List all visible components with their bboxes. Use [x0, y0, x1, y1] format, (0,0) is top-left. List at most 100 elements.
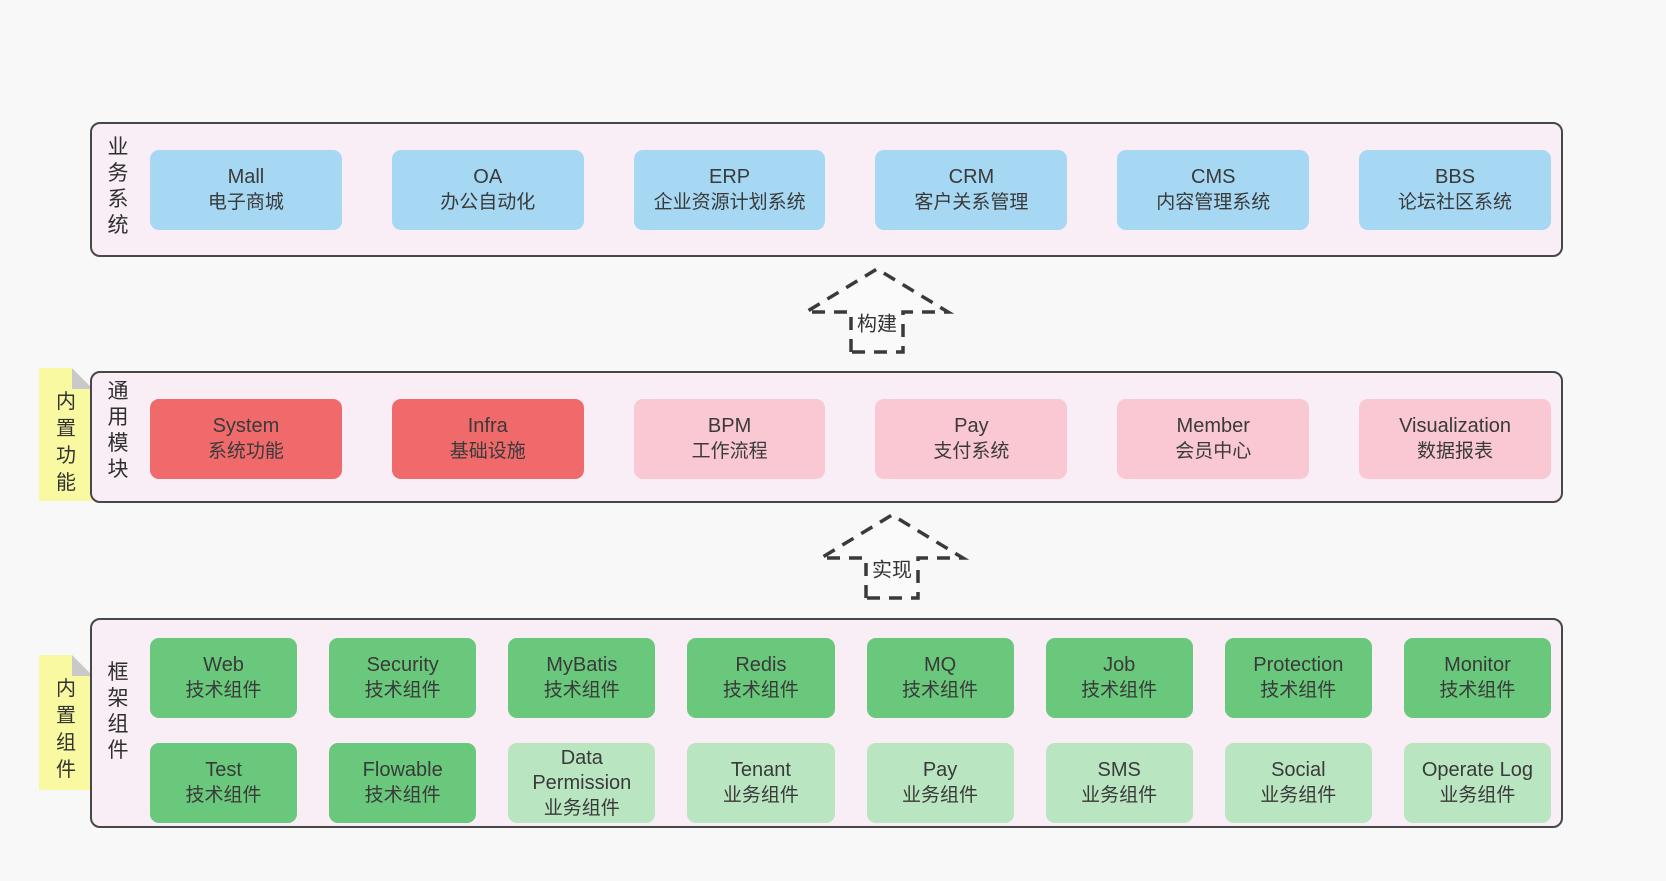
box-subtitle: 支付系统	[933, 441, 1010, 462]
diagram-box-operate-log: Operate Log 业务组件	[1403, 743, 1551, 823]
diagram-box-social: Social 业务组件	[1224, 743, 1372, 823]
diagram-box-system: System 系统功能	[150, 399, 342, 479]
box-title: Flowable	[362, 759, 443, 781]
box-title: Pay	[922, 759, 958, 781]
box-subtitle: 技术组件	[185, 785, 262, 806]
diagram-box-infra: Infra 基础设施	[391, 399, 584, 479]
box-subtitle: 技术组件	[902, 680, 979, 701]
box-title: Social	[1271, 759, 1326, 781]
box-title: BPM	[707, 415, 752, 437]
diagram-box-sms: SMS 业务组件	[1045, 743, 1193, 823]
box-title: CMS	[1191, 166, 1236, 188]
box-subtitle: 业务组件	[1439, 785, 1516, 806]
section-vertical-label: 通用模块	[107, 380, 129, 481]
box-title: OA	[473, 166, 503, 188]
section-vertical-label: 业务系统	[107, 136, 129, 237]
box-title: System	[212, 415, 280, 437]
diagram-box-cms: CMS 内容管理系统	[1117, 150, 1310, 230]
diagram-box-visualization: Visualization 数据报表	[1359, 399, 1551, 479]
box-subtitle: 会员中心	[1175, 441, 1252, 462]
box-title: Pay	[954, 415, 989, 437]
box-subtitle: 业务组件	[543, 797, 620, 819]
arrow-label: 实现	[869, 553, 915, 583]
diagram-box-mybatis: MyBatis 技术组件	[508, 638, 656, 718]
box-title: Member	[1176, 415, 1250, 437]
diagram-box-bpm: BPM 工作流程	[633, 399, 826, 479]
sticky-note-label: 内置组件	[56, 678, 76, 781]
diagram-box-job: Job 技术组件	[1045, 638, 1193, 718]
box-title: Web	[203, 654, 244, 676]
box-subtitle: 技术组件	[1439, 680, 1516, 701]
box-subtitle: 技术组件	[1081, 680, 1158, 701]
diagram-box-monitor: Monitor 技术组件	[1403, 638, 1551, 718]
box-subtitle: 数据报表	[1417, 441, 1494, 462]
box-title: Operate Log	[1421, 759, 1534, 781]
box-title: Infra	[467, 415, 508, 437]
diagram-box-tenant: Tenant 业务组件	[687, 743, 835, 823]
box-subtitle: 工作流程	[691, 441, 768, 462]
box-subtitle: 技术组件	[722, 680, 799, 701]
diagram-box-pay: Pay 支付系统	[875, 399, 1068, 479]
box-subtitle: 电子商城	[207, 192, 284, 213]
sticky-note-builtin-components: 内置组件	[39, 655, 93, 790]
box-title: Test	[205, 759, 242, 781]
box-title: Tenant	[730, 759, 791, 781]
up-arrow-implement: 实现	[814, 512, 970, 600]
box-title: Mall	[227, 166, 265, 188]
box-subtitle: 内容管理系统	[1156, 192, 1271, 213]
diagram-box-mq: MQ 技术组件	[866, 638, 1014, 718]
box-subtitle: 业务组件	[1260, 785, 1337, 806]
diagram-box-flowable: Flowable 技术组件	[329, 743, 477, 823]
diagram-box-erp: ERP 企业资源计划系统	[633, 150, 826, 230]
diagram-box-web: Web 技术组件	[150, 638, 298, 718]
diagram-box-oa: OA 办公自动化	[391, 150, 584, 230]
box-subtitle: 技术组件	[543, 680, 620, 701]
section-business-systems: 业务系统 Mall 电子商城 OA 办公自动化 ERP 企业资源计划系统 CRM 客户关系管理…	[90, 122, 1563, 257]
box-title: SMS	[1097, 759, 1141, 781]
box-subtitle: 业务组件	[722, 785, 799, 806]
sticky-note-builtin-features: 内置功能	[39, 368, 93, 501]
diagram-box-crm: CRM 客户关系管理	[875, 150, 1068, 230]
up-arrow-build: 构建	[799, 266, 955, 354]
arrow-label: 构建	[854, 307, 900, 337]
section-vertical-label: 框架组件	[107, 661, 129, 762]
box-title: CRM	[948, 166, 995, 188]
box-subtitle: 业务组件	[902, 785, 979, 806]
box-title: MQ	[923, 654, 957, 676]
box-title: MyBatis	[546, 654, 618, 676]
box-subtitle: 办公自动化	[440, 192, 536, 213]
box-row: System 系统功能 Infra 基础设施 BPM 工作流程 Pay 支付系统 Member 会…	[150, 399, 1551, 479]
box-subtitle: 客户关系管理	[914, 192, 1029, 213]
box-subtitle: 技术组件	[364, 680, 441, 701]
diagram-box-security: Security 技术组件	[329, 638, 477, 718]
box-row: Mall 电子商城 OA 办公自动化 ERP 企业资源计划系统 CRM 客户关系管理 CMS 内容…	[150, 150, 1551, 230]
box-title: Monitor	[1444, 654, 1511, 676]
sticky-note-label: 内置功能	[56, 391, 76, 494]
box-title: Data Permission	[532, 746, 632, 794]
box-title: BBS	[1435, 166, 1476, 188]
box-subtitle: 系统功能	[207, 441, 284, 462]
box-subtitle: 技术组件	[364, 785, 441, 806]
box-subtitle: 技术组件	[185, 680, 262, 701]
box-title: ERP	[709, 166, 751, 188]
diagram-box-test: Test 技术组件	[150, 743, 298, 823]
box-title: Redis	[735, 654, 787, 676]
diagram-box-member: Member 会员中心	[1117, 399, 1310, 479]
diagram-box-pay: Pay 业务组件	[866, 743, 1014, 823]
box-title: Visualization	[1399, 415, 1512, 437]
box-title: Job	[1103, 654, 1136, 676]
box-subtitle: 基础设施	[449, 441, 526, 462]
box-title: Security	[366, 654, 439, 676]
box-subtitle: 业务组件	[1081, 785, 1158, 806]
box-subtitle: 技术组件	[1260, 680, 1337, 701]
diagram-box-protection: Protection 技术组件	[1224, 638, 1372, 718]
box-title: Protection	[1253, 654, 1344, 676]
box-subtitle: 企业资源计划系统	[653, 192, 806, 213]
diagram-box-data-permission: Data Permission 业务组件	[508, 743, 656, 823]
diagram-box-redis: Redis 技术组件	[687, 638, 835, 718]
